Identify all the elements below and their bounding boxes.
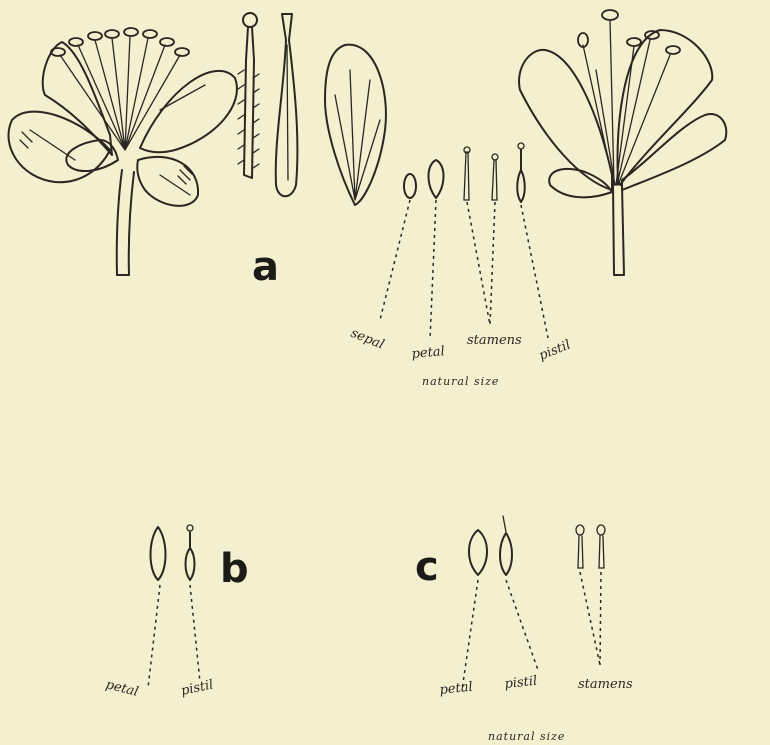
parts-a-natural-size — [380, 143, 548, 340]
label-a-sepal: sepal — [349, 326, 387, 353]
petal-b-illustration — [151, 527, 166, 580]
pistil-a-hairy-illustration — [238, 13, 259, 178]
stamens-c-illustration — [576, 525, 605, 568]
petal-a-small-illustration — [429, 160, 444, 198]
label-c-petal: petal — [439, 680, 474, 698]
flower-a-right-illustration — [519, 10, 726, 275]
label-a-petal: petal — [411, 344, 445, 362]
petal-a-large-illustration — [325, 45, 386, 205]
petal-c-illustration — [469, 530, 487, 575]
stamens-a-small-illustration — [464, 147, 498, 200]
scale-note-a: natural size — [422, 375, 499, 388]
stamen-a-large-illustration — [276, 14, 298, 196]
parts-c-illustration — [462, 516, 605, 690]
label-c-stamens: stamens — [578, 677, 633, 692]
label-b-petal: petal — [104, 677, 140, 700]
parts-b-illustration — [148, 525, 200, 688]
figure-a-letter: a — [252, 244, 279, 290]
scale-note-c: natural size — [488, 730, 565, 743]
flower-a-left-illustration — [9, 28, 237, 275]
sepal-a-small-illustration — [404, 174, 416, 198]
label-a-pistil: pistil — [537, 338, 573, 364]
pistil-c-illustration — [500, 516, 512, 575]
label-b-pistil: pistil — [180, 677, 215, 698]
label-a-stamens: stamens — [467, 333, 522, 348]
pistil-a-small-illustration — [517, 143, 525, 202]
figure-b-letter: b — [220, 546, 249, 592]
figure-c-letter: c — [415, 544, 439, 590]
label-c-pistil: pistil — [504, 674, 538, 692]
pistil-b-illustration — [186, 525, 195, 580]
